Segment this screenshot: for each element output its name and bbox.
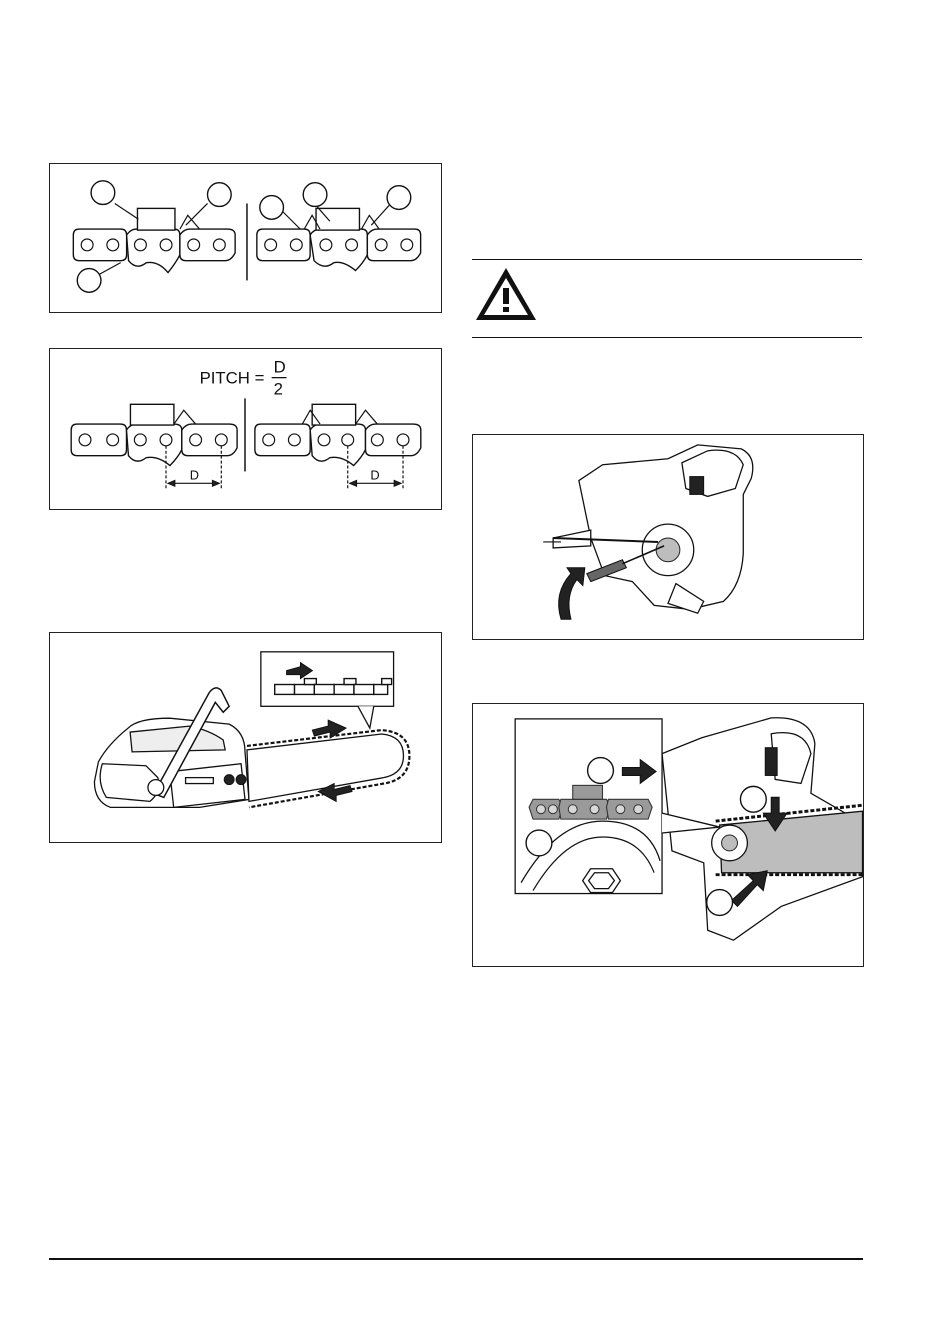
chain-mounting-illustration	[473, 704, 863, 966]
pitch-label: PITCH =	[200, 369, 265, 388]
pitch-dimension-left: D	[190, 467, 199, 482]
chainsaw-illustration	[50, 633, 441, 842]
chain-direction-figure	[49, 632, 442, 843]
pitch-chain-left: D	[71, 404, 237, 489]
chain-pitch-figure: PITCH = D 2 D	[49, 348, 442, 510]
pitch-chain-right: D	[255, 404, 421, 489]
chain-inset	[261, 652, 394, 728]
pitch-dimension-right: D	[370, 467, 379, 482]
warning-top-rule	[472, 259, 862, 260]
chain-left	[73, 203, 235, 274]
pitch-denominator: 2	[274, 379, 283, 398]
pitch-numerator: D	[274, 358, 286, 377]
chain-tension-illustration	[473, 435, 863, 639]
arrow-upper	[312, 720, 346, 738]
chain-pitch-illustration: PITCH = D 2 D	[50, 349, 441, 509]
chain-mounting-figure	[472, 703, 864, 967]
chain-links-illustration	[50, 164, 441, 312]
chain-links-figure	[49, 163, 442, 313]
rotate-arrow	[559, 568, 585, 619]
chainsaw-body	[94, 688, 249, 807]
footer-rule	[49, 1258, 863, 1260]
chain-tension-figure	[472, 434, 864, 640]
warning-icon	[472, 264, 540, 324]
warning-bottom-rule	[472, 337, 862, 338]
